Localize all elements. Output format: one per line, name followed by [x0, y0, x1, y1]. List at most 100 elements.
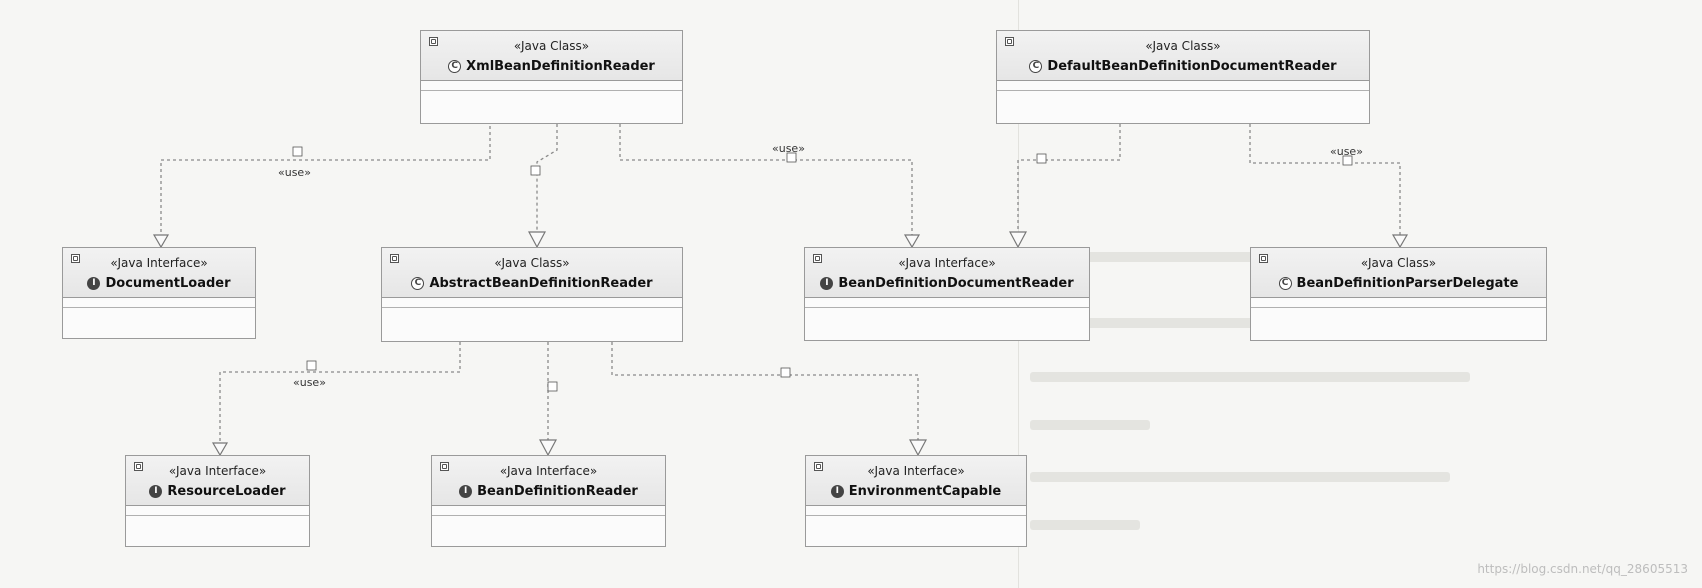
interface-node-documentloader[interactable]: «Java Interface» I DocumentLoader	[62, 247, 256, 339]
interface-icon: I	[830, 485, 844, 498]
attributes-compartment	[432, 506, 665, 516]
stereotype-label: «Java Interface»	[168, 464, 267, 478]
operations-compartment	[432, 516, 665, 525]
operations-compartment	[421, 91, 682, 100]
node-header: «Java Interface» I BeanDefinitionReader	[432, 456, 665, 506]
interface-name: DocumentLoader	[105, 276, 231, 291]
attributes-compartment	[997, 81, 1369, 91]
stereotype-label: «Java Interface»	[499, 464, 598, 478]
interface-node-resourceloader[interactable]: «Java Interface» I ResourceLoader	[125, 455, 310, 547]
background-text-line	[1030, 520, 1140, 530]
operations-compartment	[1251, 308, 1546, 317]
operations-compartment	[63, 308, 255, 317]
attributes-compartment	[805, 298, 1089, 308]
class-name: DefaultBeanDefinitionDocumentReader	[1047, 59, 1337, 74]
stereotype-label: «Java Interface»	[110, 256, 208, 270]
interface-icon: I	[459, 485, 473, 498]
uml-element-icon	[814, 462, 823, 471]
node-header: «Java Interface» I ResourceLoader	[126, 456, 309, 506]
node-name: I BeanDefinitionDocumentReader	[820, 276, 1074, 291]
interface-icon: I	[87, 277, 101, 290]
edge-marker-icon	[292, 146, 303, 157]
interface-name: BeanDefinitionReader	[477, 484, 638, 499]
arrowhead	[1009, 231, 1027, 249]
attributes-compartment	[1251, 298, 1546, 308]
arrowhead	[539, 439, 557, 457]
operations-compartment	[997, 91, 1369, 100]
background-text-line	[1030, 420, 1150, 430]
edge-use-xml-documentreader	[619, 124, 913, 240]
node-name: I BeanDefinitionReader	[459, 484, 638, 499]
attributes-compartment	[806, 506, 1026, 516]
arrowhead	[1391, 234, 1409, 249]
class-node-beandefinitionparserdelegate[interactable]: «Java Class» C BeanDefinitionParserDelega…	[1250, 247, 1547, 341]
class-icon: C	[1278, 277, 1292, 290]
node-name: I DocumentLoader	[87, 276, 231, 291]
stereotype-label: «Java Class»	[1145, 39, 1221, 53]
uml-element-icon	[71, 254, 80, 263]
edge-marker-icon	[1036, 153, 1047, 164]
edge-implements-default-documentreader	[1017, 124, 1121, 232]
uml-element-icon	[429, 37, 438, 46]
node-header: «Java Interface» I BeanDefinitionDocument…	[805, 248, 1089, 298]
edge-use-default-delegate	[1249, 124, 1401, 240]
class-name: BeanDefinitionParserDelegate	[1296, 276, 1519, 291]
uml-element-icon	[440, 462, 449, 471]
stereotype-label: «Java Class»	[1360, 256, 1437, 270]
edge-marker-icon	[530, 165, 541, 176]
uml-element-icon	[134, 462, 143, 471]
node-header: «Java Class» C BeanDefinitionParserDelega…	[1251, 248, 1546, 298]
interface-icon: I	[820, 277, 834, 290]
arrowhead	[528, 231, 546, 249]
arrowhead	[909, 439, 927, 457]
edge-marker-icon	[547, 381, 558, 392]
uml-element-icon	[1259, 254, 1268, 263]
class-name: AbstractBeanDefinitionReader	[429, 276, 653, 291]
edge-extends-xml-abstract	[536, 124, 558, 232]
interface-name: ResourceLoader	[167, 484, 286, 499]
stereotype-label: «Java Interface»	[867, 464, 965, 478]
class-icon: C	[448, 60, 462, 73]
node-header: «Java Interface» I DocumentLoader	[63, 248, 255, 298]
node-name: C DefaultBeanDefinitionDocumentReader	[1029, 59, 1337, 74]
edge-use-xml-documentloader	[160, 126, 491, 240]
node-header: «Java Class» C DefaultBeanDefinitionDocum…	[997, 31, 1369, 81]
edge-label-use: «use»	[278, 166, 311, 179]
operations-compartment	[126, 516, 309, 525]
edge-marker-icon	[780, 367, 791, 378]
stereotype-label: «Java Interface»	[898, 256, 996, 270]
interface-node-beandefinitionreader[interactable]: «Java Interface» I BeanDefinitionReader	[431, 455, 666, 547]
operations-compartment	[382, 308, 682, 317]
background-text-line	[1030, 372, 1470, 382]
uml-element-icon	[390, 254, 399, 263]
operations-compartment	[806, 516, 1026, 525]
attributes-compartment	[63, 298, 255, 308]
node-name: C AbstractBeanDefinitionReader	[411, 276, 653, 291]
arrowhead	[903, 234, 921, 249]
edge-label-use: «use»	[293, 376, 326, 389]
arrowhead	[211, 442, 229, 457]
arrowhead	[152, 234, 170, 249]
attributes-compartment	[382, 298, 682, 308]
node-name: C BeanDefinitionParserDelegate	[1278, 276, 1519, 291]
edge-label-use: «use»	[1330, 145, 1363, 158]
node-name: I ResourceLoader	[149, 484, 286, 499]
edge-label-use: «use»	[772, 142, 805, 155]
background-text-line	[1030, 252, 1450, 262]
class-node-defaultbeandefinitiondocumentreader[interactable]: «Java Class» C DefaultBeanDefinitionDocum…	[996, 30, 1370, 124]
interface-icon: I	[149, 485, 163, 498]
class-name: XmlBeanDefinitionReader	[466, 59, 655, 74]
interface-name: BeanDefinitionDocumentReader	[838, 276, 1074, 291]
class-icon: C	[411, 277, 425, 290]
attributes-compartment	[421, 81, 682, 91]
uml-element-icon	[813, 254, 822, 263]
watermark-url: https://blog.csdn.net/qq_28605513	[1477, 562, 1688, 576]
interface-node-beandefinitiondocumentreader[interactable]: «Java Interface» I BeanDefinitionDocument…	[804, 247, 1090, 341]
class-icon: C	[1029, 60, 1043, 73]
